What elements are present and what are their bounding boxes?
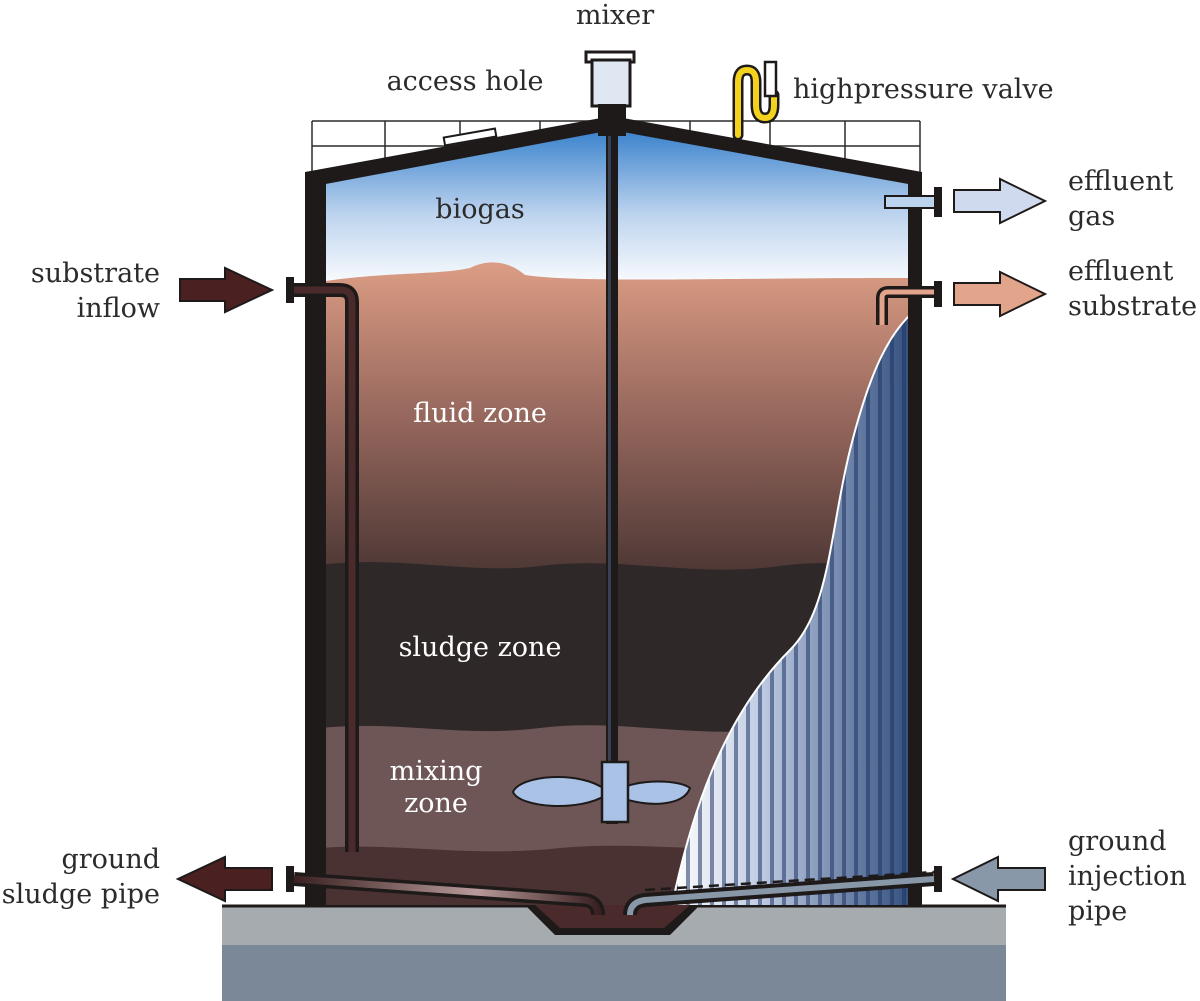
mixer-shaft [606,134,618,824]
biogas-label: biogas [435,194,524,225]
sludge-zone-label: sludge zone [399,632,562,663]
fluid-zone [326,262,908,580]
highpressure-valve-icon [732,60,780,141]
effluent-substrate-label-2: substrate [1068,291,1197,322]
ground-injection-pipe-label-3: pipe [1068,896,1127,927]
fluid-zone-label: fluid zone [413,398,547,429]
ground-injection-arrow [950,855,1046,903]
ground-sludge-arrow [175,855,273,903]
effluent-substrate-label-1: effluent [1068,256,1174,287]
effluent-substrate-arrow [953,270,1048,318]
ground-injection-pipe-label-1: ground [1068,826,1167,857]
effluent-gas-pipe [884,187,942,217]
substrate-inflow-label-1: substrate [31,258,160,289]
access-hole-label: access hole [387,66,544,97]
ground-injection-pipe [623,866,942,916]
ground-sludge-pipe-label-1: ground [61,844,160,875]
mixer-label: mixer [576,0,654,31]
mixer-icon [511,50,692,824]
effluent-gas-label-1: effluent [1068,166,1174,197]
substrate-inflow-label-2: inflow [77,293,160,324]
ground-sludge-pipe-label-2: sludge pipe [2,879,160,910]
substrate-inflow-pipe [286,277,359,852]
substrate-inflow-arrow [179,266,275,314]
sump [535,905,690,928]
effluent-gas-arrow [953,177,1048,225]
ground-slab-bottom [222,945,1006,1001]
effluent-substrate-pipe [876,281,942,325]
ground-sludge-pipe [286,866,605,916]
ground-injection-pipe-label-2: injection [1068,861,1187,892]
access-hole [442,127,498,147]
mixing-zone-label-1: mixing [390,756,483,787]
mixing-zone-label-2: zone [404,788,468,819]
highpressure-valve-label: highpressure valve [793,74,1054,105]
effluent-gas-label-2: gas [1068,201,1115,232]
